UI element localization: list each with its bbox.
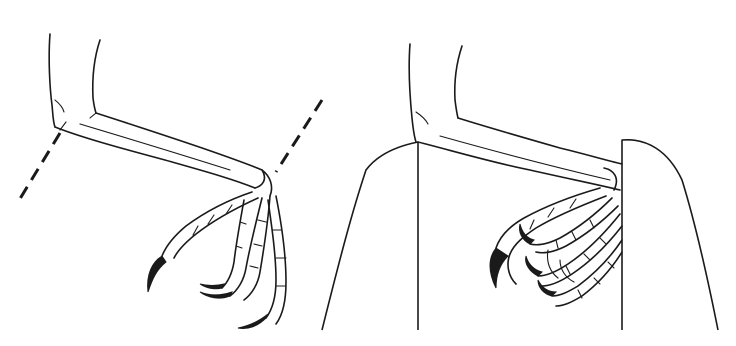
right-tarsus (418, 118, 622, 190)
left-upper-leg (49, 34, 100, 127)
left-hind-toe (148, 192, 258, 292)
right-board (622, 140, 718, 330)
left-tarsus (55, 113, 262, 188)
right-upper-leg (409, 44, 462, 142)
left-ankle-joint (255, 170, 272, 196)
left-cut-line-lower (276, 100, 322, 172)
right-front-toes (519, 198, 622, 306)
left-panel (18, 34, 322, 329)
left-cut-line-upper (18, 133, 60, 202)
right-panel (322, 44, 718, 330)
right-hind-toe (490, 188, 606, 288)
left-board (322, 142, 418, 330)
